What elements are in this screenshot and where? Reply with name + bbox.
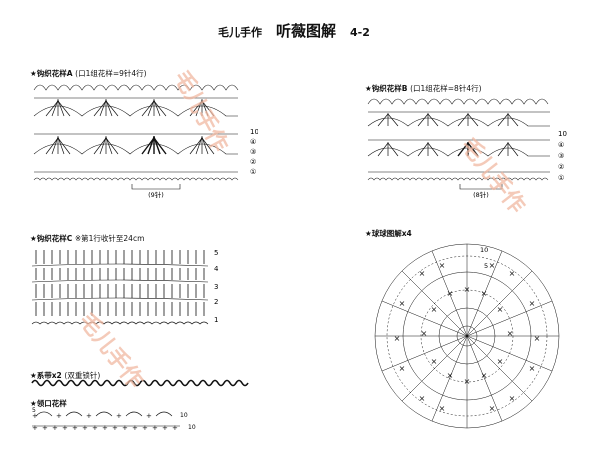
svg-text:+: +	[42, 424, 48, 432]
svg-text:×: ×	[509, 269, 516, 278]
pattern-c-row-3: 3	[214, 283, 218, 291]
pattern-b-row-3: ③	[558, 152, 564, 160]
pattern-a-repeat: (9针)	[148, 190, 164, 199]
svg-text:×: ×	[439, 404, 446, 413]
svg-text:×: ×	[529, 364, 536, 373]
page-header: 毛儿手作 听薇图解 4-2	[218, 20, 370, 41]
pattern-b-diagram: (8针) 10 ④ ③ ② ①	[367, 98, 567, 199]
ball-diagram: × × × × × × × × × × × × × × × × × × × × × × × × × × 10 5	[374, 243, 560, 429]
svg-text:×: ×	[489, 261, 496, 270]
svg-text:+: +	[62, 424, 68, 432]
pattern-b-row-2: ②	[558, 163, 564, 171]
page-number: 4-2	[350, 26, 370, 39]
ball-mark-10: 10	[480, 246, 488, 254]
svg-text:×: ×	[497, 357, 504, 366]
collar-mark-5: 5	[32, 407, 36, 414]
svg-text:+: +	[56, 412, 62, 420]
pattern-a-row-4: ④	[250, 138, 256, 146]
svg-text:+: +	[116, 412, 122, 420]
svg-text:×: ×	[481, 289, 488, 298]
pattern-a-row-1: ①	[250, 168, 256, 176]
svg-text:×: ×	[419, 269, 426, 278]
pattern-c-row-2: 2	[214, 298, 218, 306]
svg-text:+: +	[86, 412, 92, 420]
svg-text:×: ×	[419, 394, 426, 403]
svg-text:×: ×	[431, 305, 438, 314]
pattern-c-row-5: 5	[214, 249, 218, 257]
svg-text:+: +	[142, 424, 148, 432]
svg-text:+: +	[82, 424, 88, 432]
pattern-a-row-3: ③	[250, 148, 256, 156]
pattern-b-row-1: ①	[558, 174, 564, 182]
svg-text:×: ×	[507, 329, 514, 338]
svg-text:×: ×	[399, 364, 406, 373]
svg-text:+: +	[162, 424, 168, 432]
section-a-label: ★钩织花样A (口1组花样=9针4行)	[30, 69, 147, 78]
section-collar-label: ★领口花样	[30, 399, 67, 408]
svg-text:+: +	[132, 424, 138, 432]
svg-text:+: +	[32, 424, 38, 432]
collar-diagram: +++++ +++++++++++++++ 10 5 10	[32, 407, 196, 432]
pattern-b-row-10: 10	[558, 130, 567, 138]
svg-text:×: ×	[447, 371, 454, 380]
svg-text:×: ×	[394, 334, 401, 343]
pattern-a-row-2: ②	[250, 158, 256, 166]
svg-text:×: ×	[399, 299, 406, 308]
collar-mark-10b: 10	[188, 424, 196, 431]
pattern-c-row-1: 1	[214, 316, 218, 324]
svg-text:+: +	[152, 424, 158, 432]
svg-text:×: ×	[534, 334, 541, 343]
section-c-label: ★钩织花样C ※第1行收针至24cm	[30, 234, 145, 243]
svg-text:×: ×	[489, 404, 496, 413]
svg-text:×: ×	[497, 305, 504, 314]
section-tie-label: ★系带x2 (双重锁针)	[30, 371, 101, 380]
svg-text:×: ×	[439, 261, 446, 270]
svg-text:+: +	[122, 424, 128, 432]
svg-text:+: +	[112, 424, 118, 432]
svg-text:+: +	[172, 424, 178, 432]
svg-text:×: ×	[431, 357, 438, 366]
svg-text:×: ×	[529, 299, 536, 308]
collar-mark-10: 10	[180, 412, 188, 419]
brand-name: 毛儿手作	[218, 26, 262, 39]
svg-text:×: ×	[509, 394, 516, 403]
svg-text:×: ×	[481, 371, 488, 380]
section-ball-label: ★球球图解x4	[365, 229, 412, 238]
svg-text:+: +	[146, 412, 152, 420]
section-b-label: ★钩织花样B (口1组花样=8针4行)	[365, 84, 482, 93]
pattern-a-diagram: (9针) 10 ④ ③ ② ①	[33, 84, 258, 199]
pattern-b-row-4: ④	[558, 141, 564, 149]
page-title: 听薇图解	[276, 22, 337, 40]
pattern-c-row-4: 4	[214, 265, 219, 273]
svg-text:+: +	[92, 424, 98, 432]
svg-text:×: ×	[447, 289, 454, 298]
pattern-a-row-10: 10	[250, 128, 258, 136]
svg-text:+: +	[72, 424, 78, 432]
svg-text:+: +	[32, 412, 38, 420]
svg-text:+: +	[52, 424, 58, 432]
tie-diagram	[31, 379, 249, 387]
svg-text:×: ×	[464, 285, 471, 294]
svg-text:×: ×	[464, 377, 471, 386]
pattern-b-repeat: (8针)	[473, 190, 489, 199]
svg-text:×: ×	[421, 329, 428, 338]
svg-text:+: +	[102, 424, 108, 432]
pattern-c-diagram: 5 4 3 2 1	[31, 249, 219, 325]
ball-mark-5: 5	[484, 262, 488, 270]
